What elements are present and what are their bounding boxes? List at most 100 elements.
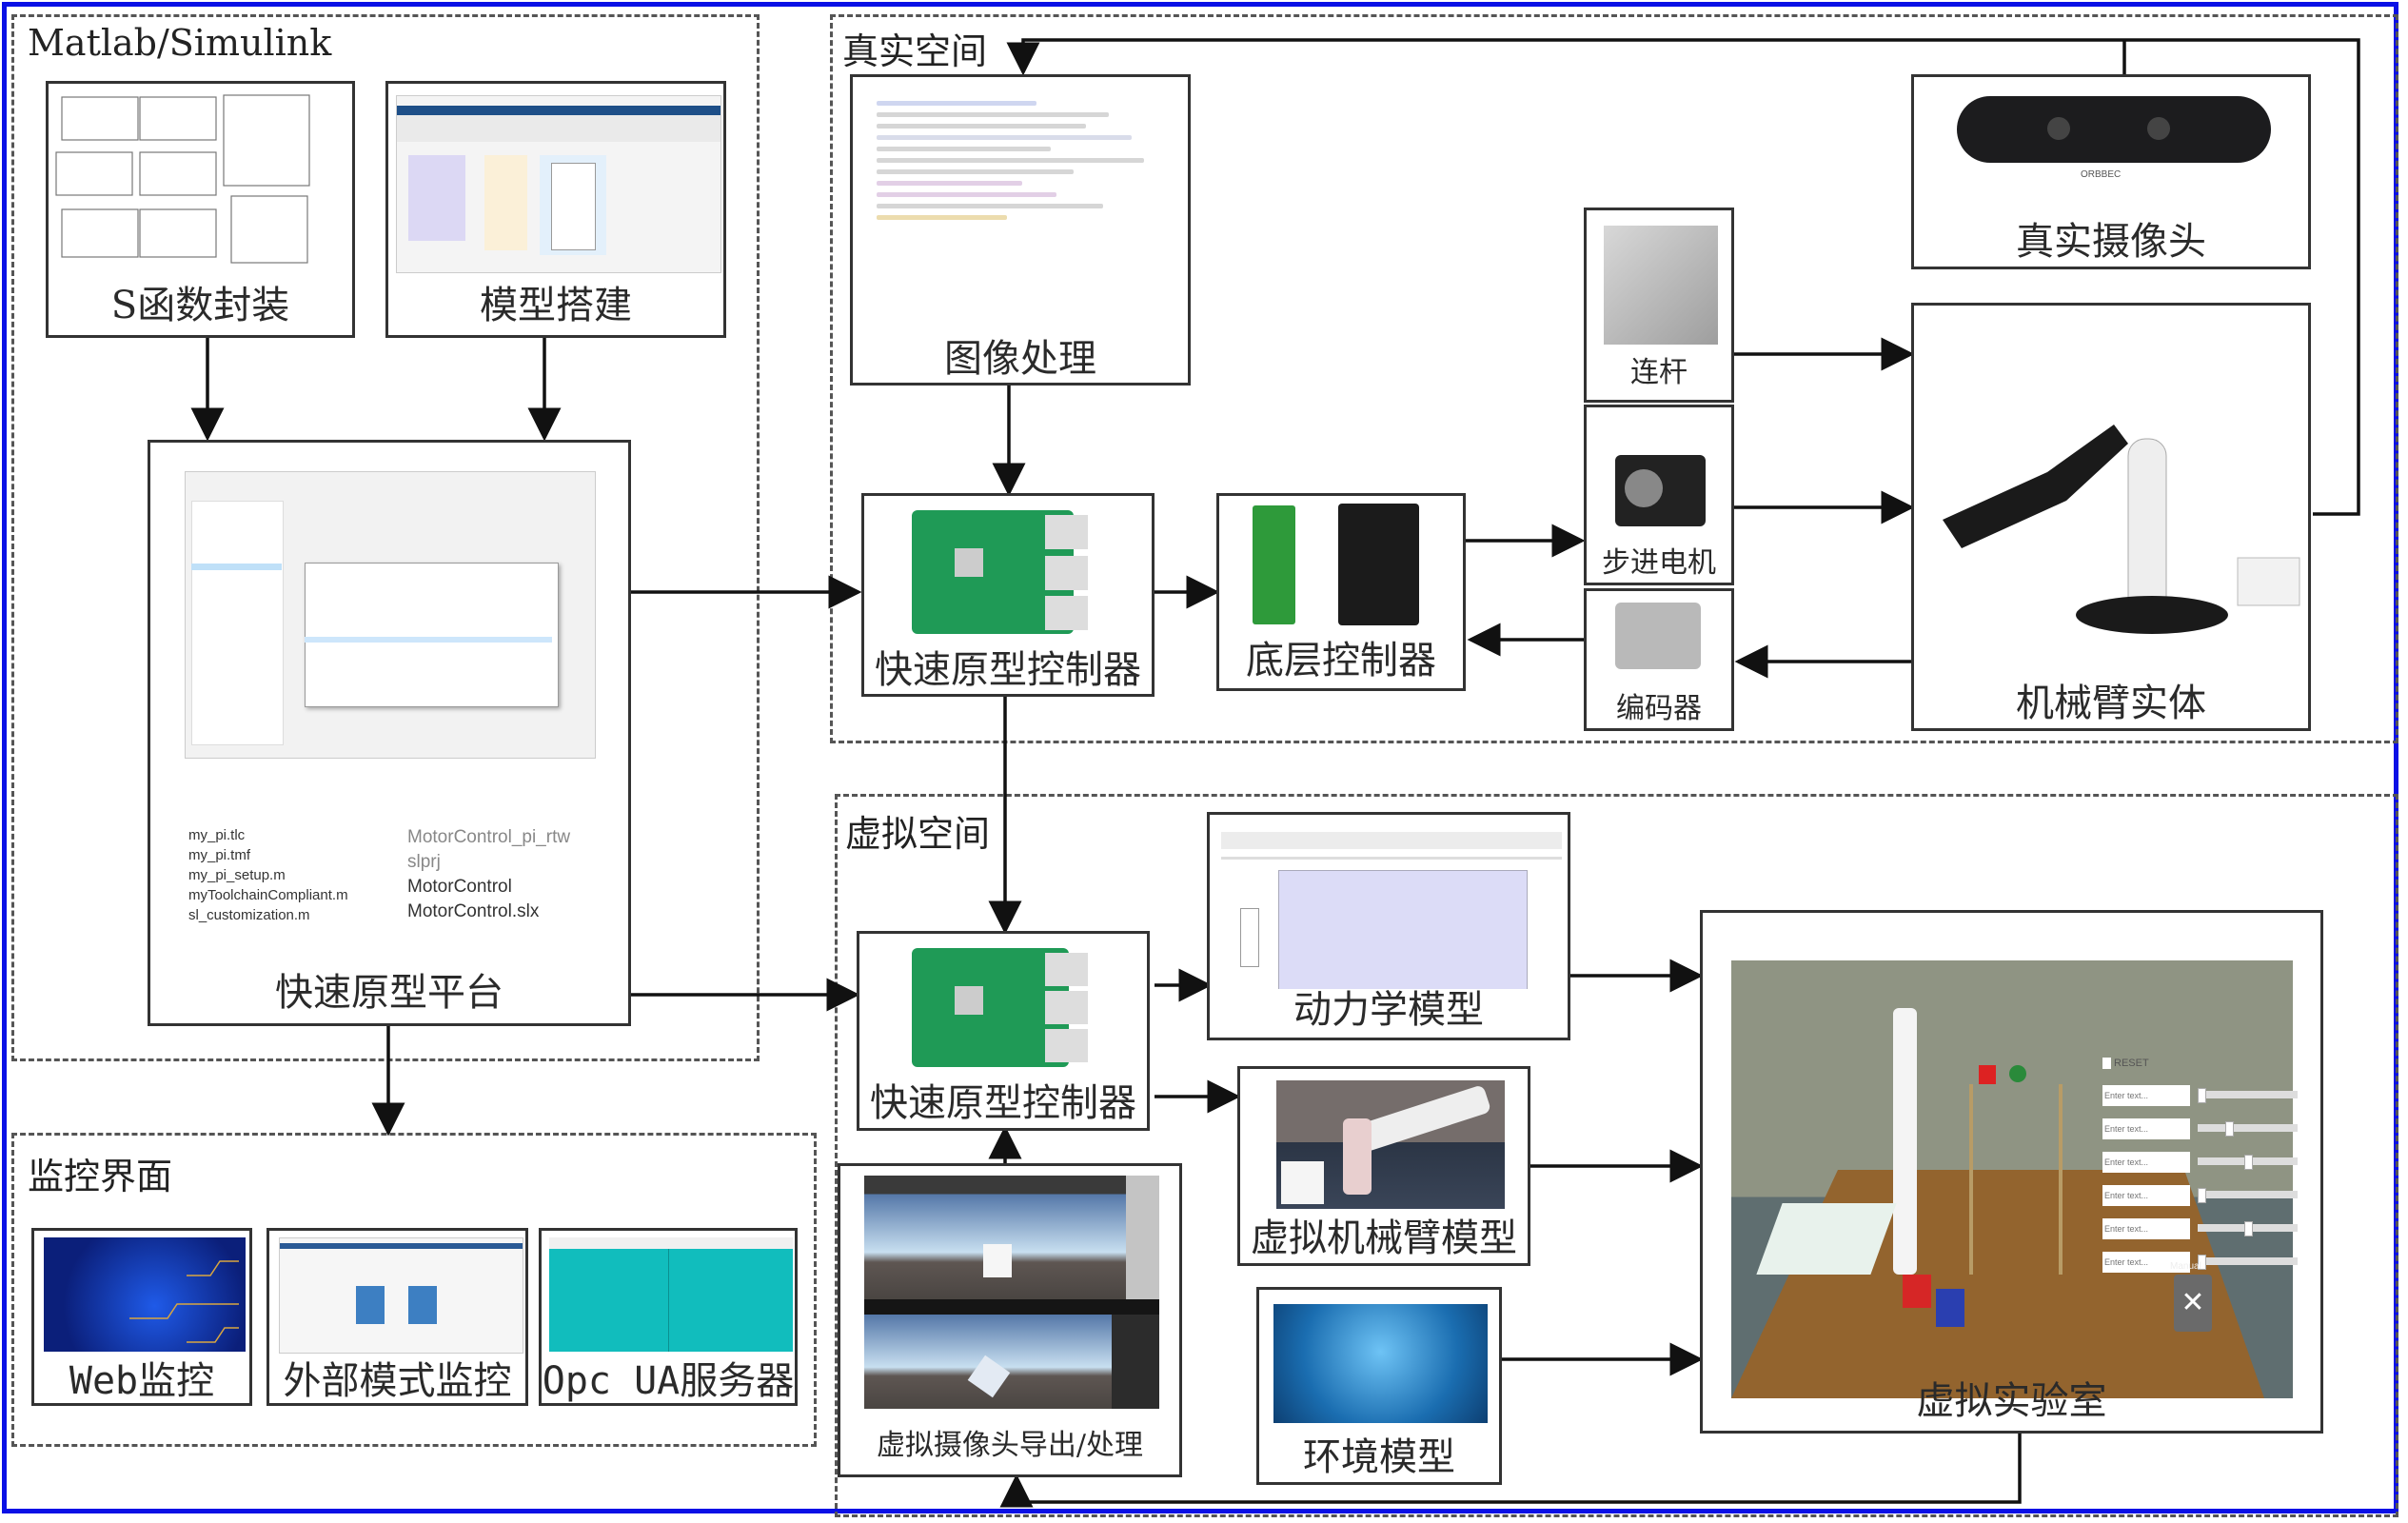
joint-input[interactable] [2102, 1185, 2190, 1206]
box-model-build[interactable]: 模型搭建 [385, 81, 726, 338]
box-rapid-controller-real[interactable]: 快速原型控制器 [861, 493, 1155, 697]
teensy-board-image [1253, 505, 1295, 624]
real-camera-label: 真实摄像头 [2016, 220, 2206, 264]
joint-slider[interactable] [2198, 1221, 2298, 1236]
box-low-level-controller[interactable]: 底层控制器 [1216, 493, 1466, 691]
rapid-platform-label: 快速原型平台 [275, 971, 503, 1015]
joint-input[interactable] [2102, 1252, 2190, 1273]
file-item[interactable]: MotorControl [407, 877, 512, 897]
encoder-photo [1615, 603, 1701, 669]
rapid-controller-virtual-label: 快速原型控制器 [870, 1081, 1136, 1125]
stepper-driver-image [1338, 504, 1419, 625]
reset-checkbox[interactable]: RESET [2102, 1058, 2149, 1070]
group-real-space: 真实空间 [830, 14, 2398, 743]
joint-control-row [2102, 1217, 2302, 1251]
joint-slider[interactable] [2198, 1255, 2298, 1270]
group-virtual-space: 虚拟空间 [835, 794, 2398, 1517]
box-s-function[interactable]: S函数封装 [46, 81, 355, 338]
file-list-left: my_pi.tlc my_pi.tmf my_pi_setup.m myTool… [188, 825, 348, 925]
slider-thumb[interactable] [2244, 1155, 2253, 1170]
arrow-arm-feedback-to-imgproc [1006, 38, 2360, 516]
file-item[interactable]: my_pi.tmf [188, 847, 251, 863]
raspberry-pi-board-image [912, 510, 1102, 634]
link-photo [1604, 226, 1718, 345]
folder-item[interactable]: MotorControl_pi_rtw [407, 827, 571, 847]
box-virtual-arm-model[interactable]: 虚拟机械臂模型 [1237, 1066, 1530, 1266]
unity-camera-view-2 [864, 1299, 1159, 1409]
dynamics-model-label: 动力学模型 [1293, 988, 1484, 1032]
box-virtual-camera[interactable]: 虚拟摄像头导出/处理 [838, 1163, 1182, 1477]
box-encoder[interactable]: 编码器 [1584, 588, 1734, 731]
joint-controls [2102, 1084, 2302, 1284]
wrench-screwdriver-icon: ✕ [2181, 1286, 2205, 1319]
virtual-camera-label: 虚拟摄像头导出/处理 [876, 1429, 1144, 1462]
raspberry-pi-board-image [912, 948, 1102, 1067]
virtual-lab-label: 虚拟实验室 [1916, 1379, 2107, 1423]
robot-arm-photo [1924, 367, 2304, 653]
manual-button[interactable]: Manual ✕ [2170, 1261, 2212, 1332]
file-item[interactable]: my_pi.tlc [188, 827, 246, 843]
box-external-mode-monitor[interactable]: 外部模式监控 [266, 1228, 528, 1406]
file-item[interactable]: MotorControl.slx [407, 901, 540, 921]
joint-slider[interactable] [2198, 1155, 2298, 1170]
virtual-arm-render [1276, 1080, 1505, 1209]
model-build-label: 模型搭建 [480, 284, 632, 327]
box-rapid-controller-virtual[interactable]: 快速原型控制器 [857, 931, 1150, 1131]
image-processing-label: 图像处理 [944, 337, 1096, 381]
reset-label: RESET [2114, 1058, 2149, 1069]
file-item[interactable]: my_pi_setup.m [188, 867, 286, 883]
group-title-real-space: 真实空间 [842, 30, 988, 72]
slider-thumb[interactable] [2198, 1188, 2206, 1203]
unity-camera-view-1 [864, 1176, 1159, 1299]
slider-thumb[interactable] [2244, 1221, 2253, 1236]
box-link[interactable]: 连杆 [1584, 208, 1734, 403]
dynamics-simulink-diagram [1221, 832, 1562, 989]
depth-camera-image [1957, 96, 2271, 163]
slider-thumb[interactable] [2225, 1121, 2235, 1137]
code-screenshot [877, 94, 1167, 313]
group-title-monitor: 监控界面 [28, 1156, 173, 1197]
file-list-right: MotorControl_pi_rtw slprj MotorControl M… [407, 825, 570, 924]
stepper-motor-photo [1615, 455, 1706, 526]
arrow-lab-to-vcam [999, 1432, 2022, 1508]
box-opc-ua-server[interactable]: Opc UA服务器 [539, 1228, 798, 1406]
joint-input[interactable] [2102, 1152, 2190, 1173]
joint-slider[interactable] [2198, 1121, 2298, 1137]
joint-slider[interactable] [2198, 1088, 2298, 1103]
manual-label: Manual [2170, 1261, 2201, 1272]
joint-input[interactable] [2102, 1085, 2190, 1106]
box-environment-model[interactable]: 环境模型 [1256, 1287, 1502, 1485]
box-robot-arm-real[interactable]: 机械臂实体 [1911, 303, 2311, 731]
box-real-camera[interactable]: ORBBEC 真实摄像头 [1911, 74, 2311, 269]
group-title-virtual-space: 虚拟空间 [845, 813, 991, 855]
virtual-arm-model-label: 虚拟机械臂模型 [1251, 1216, 1517, 1260]
web-monitor-label: Web监控 [69, 1359, 215, 1403]
file-item[interactable]: myToolchainCompliant.m [188, 887, 348, 903]
joint-input[interactable] [2102, 1118, 2190, 1139]
joint-slider[interactable] [2198, 1188, 2298, 1203]
joint-control-row [2102, 1118, 2302, 1151]
box-web-monitor[interactable]: Web监控 [31, 1228, 252, 1406]
simulink-model-screenshot [396, 95, 721, 273]
group-title-matlab: Matlab/Simulink [28, 22, 332, 64]
environment-model-label: 环境模型 [1303, 1435, 1455, 1479]
slider-thumb[interactable] [2198, 1088, 2206, 1103]
joint-input[interactable] [2102, 1218, 2190, 1239]
encoder-label: 编码器 [1616, 692, 1702, 725]
box-rapid-platform[interactable]: my_pi.tlc my_pi.tmf my_pi_setup.m myTool… [148, 440, 631, 1026]
low-level-controller-label: 底层控制器 [1246, 639, 1436, 682]
file-item[interactable]: sl_customization.m [188, 907, 310, 923]
box-dynamics-model[interactable]: 动力学模型 [1207, 812, 1570, 1040]
box-stepper-motor[interactable]: 步进电机 [1584, 405, 1734, 585]
opc-ua-screenshot [549, 1237, 793, 1352]
joint-control-row [2102, 1151, 2302, 1184]
rapid-controller-real-label: 快速原型控制器 [875, 648, 1141, 692]
folder-item[interactable]: slprj [407, 852, 441, 872]
joint-control-row [2102, 1184, 2302, 1217]
configuration-parameters-screenshot [185, 471, 596, 759]
box-image-processing[interactable]: 图像处理 [850, 74, 1191, 386]
slider-thumb[interactable] [2198, 1255, 2206, 1270]
box-virtual-lab[interactable]: RESET Manual ✕ 虚拟实验室 [1700, 910, 2323, 1434]
link-label: 连杆 [1630, 356, 1688, 389]
